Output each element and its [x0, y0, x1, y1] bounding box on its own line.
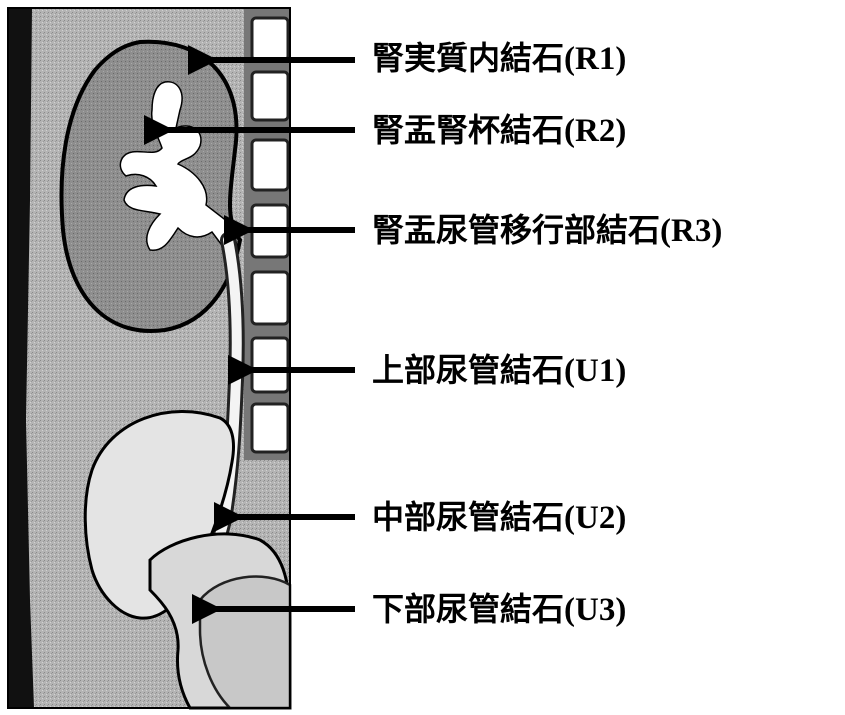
label-r2-text: 腎盂腎杯結石	[372, 111, 564, 149]
label-r3: 腎盂尿管移行部結石(R3)	[372, 212, 722, 249]
label-u3: 下部尿管結石(U3)	[372, 591, 626, 628]
label-u1-text: 上部尿管結石	[372, 351, 564, 389]
label-r3-code: (R3)	[660, 213, 722, 249]
vertebrae	[252, 18, 288, 452]
label-r1: 腎実質内結石(R1)	[372, 40, 626, 77]
label-r1-code: (R1)	[564, 41, 626, 77]
label-r3-text: 腎盂尿管移行部結石	[372, 211, 660, 249]
label-u2-code: (U2)	[564, 500, 626, 536]
label-u1-code: (U1)	[564, 353, 626, 389]
label-r2-code: (R2)	[564, 113, 626, 149]
label-r2: 腎盂腎杯結石(R2)	[372, 112, 626, 149]
label-u1: 上部尿管結石(U1)	[372, 352, 626, 389]
label-u3-code: (U3)	[564, 592, 626, 628]
label-u2: 中部尿管結石(U2)	[372, 499, 626, 536]
label-u2-text: 中部尿管結石	[372, 498, 564, 536]
label-r1-text: 腎実質内結石	[372, 39, 564, 77]
label-u3-text: 下部尿管結石	[372, 590, 564, 628]
